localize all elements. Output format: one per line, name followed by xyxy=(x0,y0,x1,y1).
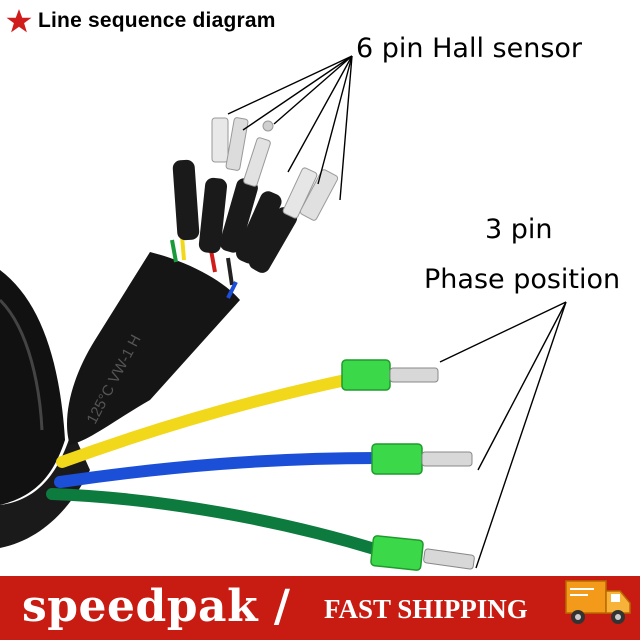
shipping-banner xyxy=(0,576,640,640)
hall-sensor-label: 6 pin Hall sensor xyxy=(356,33,583,64)
fast-shipping-text: FAST SHIPPING xyxy=(324,594,528,624)
phase-label-line2: Phase position xyxy=(424,264,621,295)
phase-label-line1: 3 pin xyxy=(485,214,553,245)
wire-green xyxy=(46,488,384,556)
diagram-title-row: Line sequence diagram xyxy=(6,8,276,34)
heat-shrink-sleeve xyxy=(67,252,240,445)
speedpak-brand: speedpak / xyxy=(22,581,291,632)
phase-pointer-lines xyxy=(439,301,567,569)
hall-pointer-lines xyxy=(227,55,353,201)
phase-connector-1 xyxy=(341,359,391,391)
phase-connector-3 xyxy=(370,535,424,571)
black-cable-left xyxy=(0,270,65,505)
diagram-title: Line sequence diagram xyxy=(38,9,276,32)
delivery-truck-icon xyxy=(565,580,631,624)
star-icon xyxy=(6,9,32,33)
wire-blue xyxy=(54,452,384,488)
phase-connector-2 xyxy=(371,443,423,475)
wire-yellow xyxy=(56,372,361,468)
